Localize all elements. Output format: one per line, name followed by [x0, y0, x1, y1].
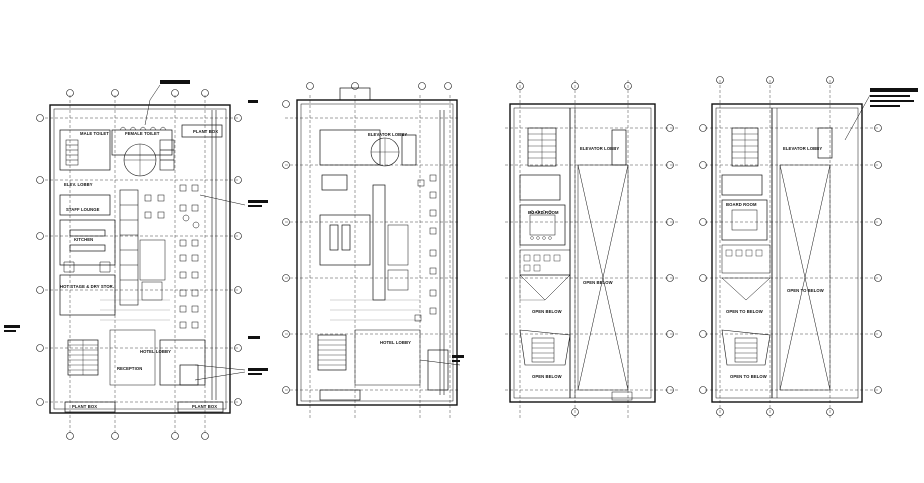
label-plant-box-left: PLANT BOX — [72, 404, 97, 409]
label-female-toilet: FEMALE TOILET — [125, 131, 160, 136]
label-open-below-3b: OPEN BELOW — [532, 309, 562, 314]
plan-first-floor-labels: ELEVATOR LOBBY HOTEL LOBBY — [368, 132, 411, 345]
label-hotel-lobby-2: HOTEL LOBBY — [380, 340, 411, 345]
board-room-4 — [721, 199, 768, 241]
label-male-toilet: MALE TOILET — [80, 131, 109, 136]
label-plant-box-top: PLANT BOX — [193, 129, 218, 134]
board-room-3 — [519, 204, 566, 246]
plan-first-floor — [282, 82, 464, 420]
label-open-below-4a: OPEN TO BELOW — [787, 288, 824, 293]
label-reception: RECEPTION — [117, 366, 142, 371]
plan-second-floor — [505, 80, 680, 420]
label-plant-box-right: PLANT BOX — [192, 404, 217, 409]
grid-bubbles-4 — [699, 76, 882, 416]
grid-bubbles-2 — [282, 82, 452, 394]
outer-wall — [49, 104, 231, 414]
open-below-void-3 — [577, 164, 629, 391]
label-elevator-lobby-4: ELEVATOR LOBBY — [783, 146, 822, 151]
plan-ground-floor — [4, 80, 268, 440]
plan-third-floor — [699, 76, 918, 420]
outer-wall-3 — [509, 103, 656, 403]
label-open-below-4c: OPEN TO BELOW — [730, 374, 767, 379]
label-open-below-4b: OPEN TO BELOW — [726, 309, 763, 314]
grid-bubbles — [36, 89, 242, 440]
label-hotel-lobby: HOTEL LOBBY — [140, 349, 171, 354]
plant-box-top-rect — [181, 124, 223, 138]
plan-third-floor-labels: ELEVATOR LOBBY BOARD ROOM OPEN TO BELOW … — [726, 146, 824, 379]
plant-box-left-rect — [64, 401, 116, 413]
label-elevator-lobby-2: ELEVATOR LOBBY — [368, 132, 407, 137]
open-below-void-4 — [779, 164, 831, 391]
label-board-room-3: BOARD ROOM — [528, 210, 559, 215]
label-board-room-4: BOARD ROOM — [726, 202, 757, 207]
label-staff-lounge: STAFF LOUNGE — [66, 207, 100, 212]
label-kitchen: KITCHEN — [74, 237, 93, 242]
plant-box-right-rect — [177, 401, 224, 413]
label-elevator-lobby-3: ELEVATOR LOBBY — [580, 146, 619, 151]
grid-bubbles-3 — [516, 82, 674, 416]
label-open-below-3c: OPEN BELOW — [532, 374, 562, 379]
outer-wall-4 — [711, 103, 863, 403]
plan-second-floor-labels: ELEVATOR LOBBY BOARD ROOM OPEN BELOW OPE… — [528, 146, 619, 379]
kitchen-room — [59, 219, 116, 266]
label-elevator-lobby: ELEV. LOBBY — [64, 182, 93, 187]
label-open-below-3a: OPEN BELOW — [583, 280, 613, 285]
label-storage: HOT STAGE & DRY STOR. — [60, 284, 114, 289]
outer-wall-2 — [296, 99, 458, 406]
dining-tables — [144, 184, 200, 329]
male-toilet-room — [59, 129, 111, 171]
plan-ground-floor-labels: MALE TOILET FEMALE TOILET PLANT BOX ELEV… — [60, 129, 218, 409]
